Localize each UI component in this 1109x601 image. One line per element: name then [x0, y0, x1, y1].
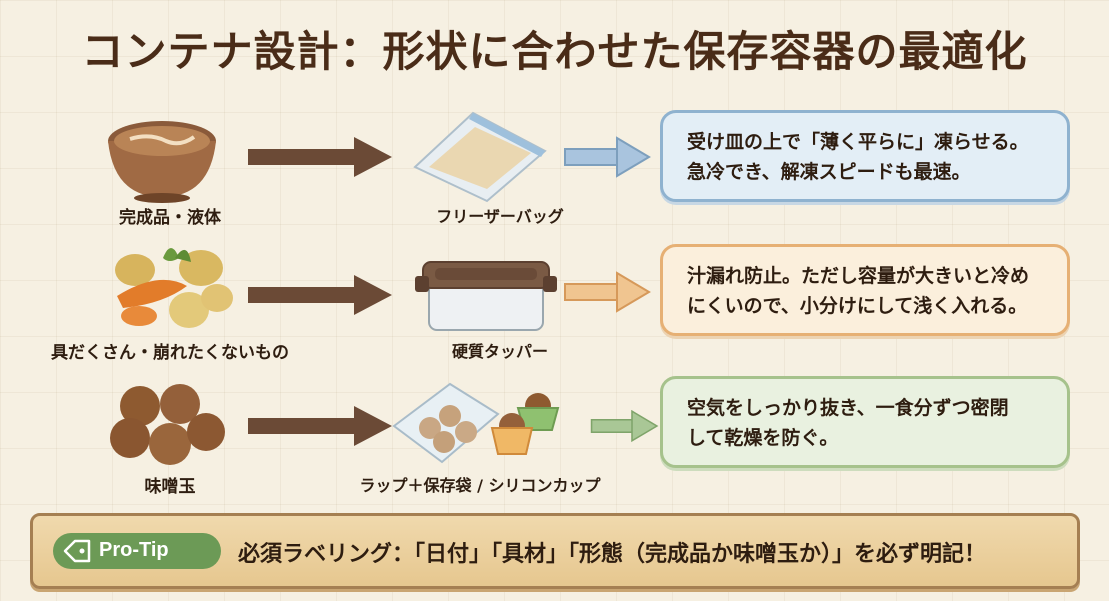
tip-line: 空気をしっかり抜き、一食分ずつ密閉 [687, 397, 1009, 419]
protip-banner: Pro-Tip 必須ラベリング：「日付」「具材」「形態（完成品か味噌玉か）」を必… [30, 513, 1080, 589]
freezer-bag-icon [413, 111, 547, 203]
arrow-right-icon [248, 137, 392, 177]
arrow-right-icon [590, 409, 659, 443]
protip-badge: Pro-Tip [53, 533, 221, 569]
tip-line: して乾燥を防ぐ。 [687, 427, 839, 449]
container-label: 硬質タッパー [451, 342, 548, 361]
wrap-bag-and-silicone-cup-icon [392, 382, 560, 464]
tip-line: にくいので、小分けにして浅く入れる。 [687, 295, 1028, 317]
container-label: フリーザーバッグ [436, 207, 564, 226]
container-label: ラップ＋保存袋 / シリコンカップ [359, 476, 601, 495]
row-chunky: 具だくさん・崩れたくないもの 硬質タッパー 汁漏れ防止。ただし容量が大きいと冷め… [0, 240, 1109, 370]
tupperware-icon [415, 261, 557, 331]
page-title: コンテナ設計：形状に合わせた保存容器の最適化 [81, 27, 1028, 76]
soup-bowl-icon [108, 121, 216, 203]
tag-icon [63, 539, 91, 563]
arrow-right-icon [564, 136, 651, 178]
arrow-right-icon [248, 406, 392, 446]
tip-line: 汁漏れ防止。ただし容量が大きいと冷め [687, 265, 1030, 287]
arrow-right-icon [248, 275, 392, 315]
row-liquid: 完成品・液体 フリーザーバッグ 受け皿の上で「薄く平らに」凍らせる。 急冷でき、… [0, 105, 1109, 235]
tip-box: 受け皿の上で「薄く平らに」凍らせる。 急冷でき、解凍スピードも最速。 [660, 110, 1070, 202]
miso-balls-icon [110, 384, 225, 465]
tip-box: 汁漏れ防止。ただし容量が大きいと冷め にくいので、小分けにして浅く入れる。 [660, 244, 1070, 336]
protip-text: 必須ラベリング：「日付」「具材」「形態（完成品か味噌玉か）」を必ず明記！ [238, 542, 987, 567]
arrow-right-icon [564, 271, 651, 313]
source-label: 味噌玉 [144, 477, 196, 497]
tip-line: 急冷でき、解凍スピードも最速。 [687, 161, 971, 183]
vegetables-icon [115, 248, 233, 328]
source-label: 完成品・液体 [119, 208, 221, 228]
tip-line: 受け皿の上で「薄く平らに」凍らせる。 [687, 131, 1029, 153]
protip-badge-label: Pro-Tip [99, 539, 169, 561]
source-label: 具だくさん・崩れたくないもの [51, 343, 289, 363]
row-miso: 味噌玉 ラップ＋保存袋 / シリコンカップ 空気をしっかり抜き、一食分ずつ密閉 … [0, 376, 1109, 506]
tip-box: 空気をしっかり抜き、一食分ずつ密閉 して乾燥を防ぐ。 [660, 376, 1070, 468]
